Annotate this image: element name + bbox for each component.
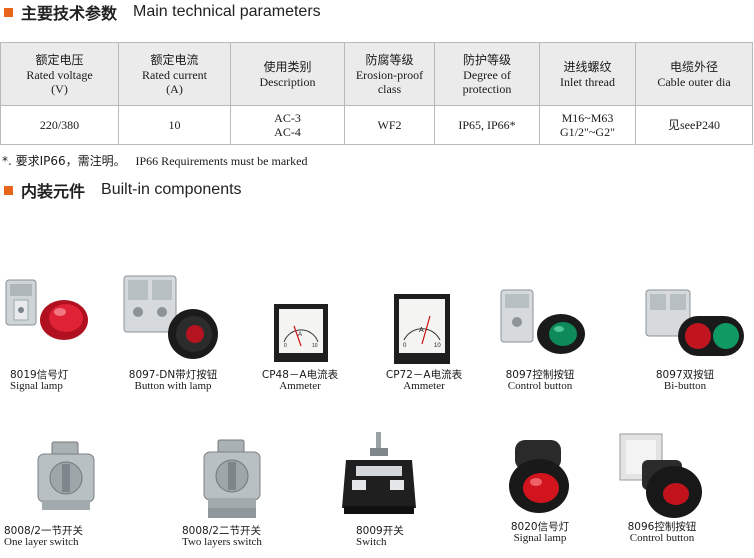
control-button-8096-image <box>619 433 702 518</box>
cell-erosion: WF2 <box>344 105 435 145</box>
svg-text:0: 0 <box>284 343 287 349</box>
footnote-zh: *. 要求IP66，需注明。 <box>2 154 126 168</box>
cell-protection: IP65, IP66* <box>434 105 540 145</box>
footnote: *. 要求IP66，需注明。 IP66 Requirements must be… <box>2 152 307 169</box>
signal-lamp-8020-image <box>509 440 569 513</box>
cell-current: 10 <box>118 105 231 145</box>
svg-text:10: 10 <box>434 343 441 349</box>
bi-button-image <box>645 289 744 356</box>
svg-text:0: 0 <box>403 343 407 349</box>
section-title-main-parameters: 主要技术参数 Main technical parameters <box>4 2 321 23</box>
section-title-en: Main technical parameters <box>133 3 321 20</box>
footnote-en: IP66 Requirements must be marked <box>135 154 308 168</box>
svg-text:A: A <box>298 332 302 338</box>
signal-lamp-8019-image <box>5 279 88 340</box>
ammeter-cp48-image: 0 A 10 <box>274 304 328 362</box>
cell-cable: 见seeP240 <box>635 105 753 145</box>
section-title-zh: 内装元件 <box>21 184 86 201</box>
one-layer-switch-image <box>37 441 95 510</box>
section-title-built-in: 内装元件 Built-in components <box>4 180 242 201</box>
section-title-en: Built-in components <box>101 181 242 198</box>
section-title-zh: 主要技术参数 <box>21 6 118 23</box>
switch-8009-image <box>342 432 416 514</box>
svg-text:A: A <box>419 327 424 334</box>
ammeter-cp72-image: 0 A 10 <box>394 294 450 364</box>
square-bullet-icon <box>4 185 13 195</box>
svg-text:10: 10 <box>312 343 318 349</box>
square-bullet-icon <box>4 7 13 17</box>
two-layers-switch-image <box>203 439 261 518</box>
button-with-lamp-image <box>123 275 218 359</box>
control-button-8097-image <box>500 289 585 354</box>
cell-voltage: 220/380 <box>0 105 119 145</box>
